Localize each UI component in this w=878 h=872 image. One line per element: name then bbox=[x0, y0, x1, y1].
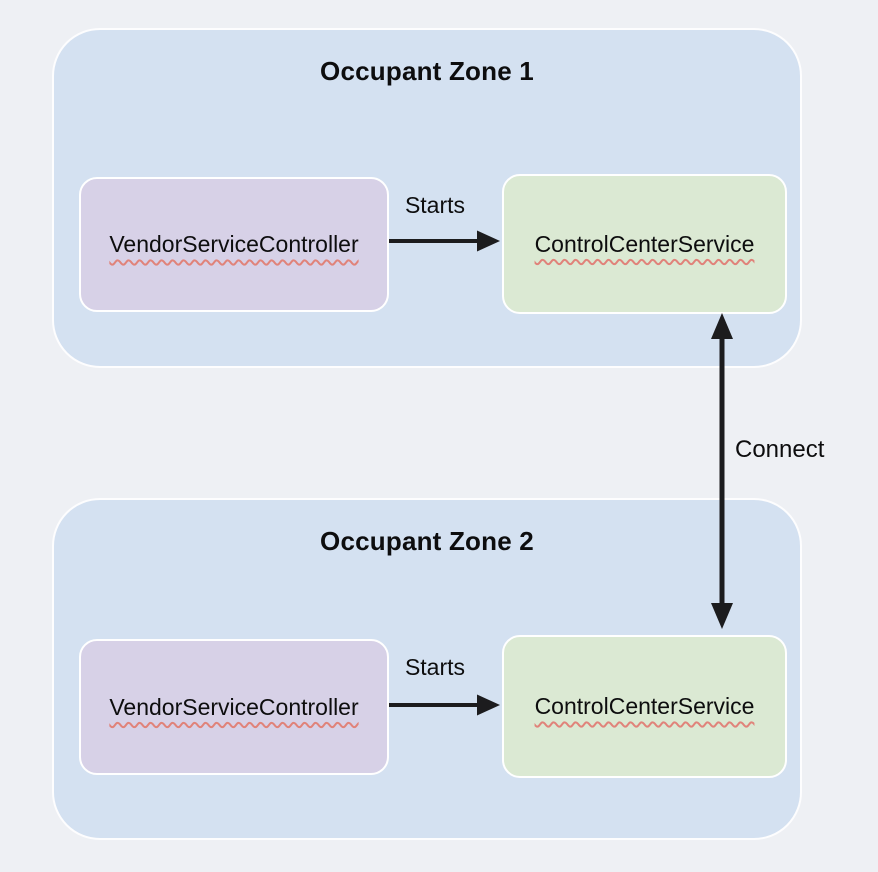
zone-1-vendor-service-controller-label: VendorServiceController bbox=[109, 231, 359, 257]
zone-2-control-center-service-node: ControlCenterService bbox=[502, 635, 787, 778]
zone-1-control-center-service-node: ControlCenterService bbox=[502, 174, 787, 314]
connect-edge-label: Connect bbox=[735, 436, 825, 463]
zone-2-vendor-service-controller-node: VendorServiceController bbox=[79, 639, 389, 775]
zone-2-starts-edge-label: Starts bbox=[404, 654, 466, 680]
zone-1-title: Occupant Zone 1 bbox=[320, 56, 534, 86]
zone-occupant-2: Occupant Zone 2 VendorServiceController … bbox=[52, 498, 802, 840]
zone-1-control-center-service-label: ControlCenterService bbox=[534, 230, 755, 257]
zone-2-title: Occupant Zone 2 bbox=[320, 526, 534, 556]
zone-1-starts-edge-label: Starts bbox=[404, 192, 466, 218]
zone-occupant-1: Occupant Zone 1 VendorServiceController … bbox=[52, 28, 802, 368]
zone-1-vendor-service-controller-node: VendorServiceController bbox=[79, 177, 389, 312]
zone-2-vendor-service-controller-label: VendorServiceController bbox=[109, 693, 359, 720]
zone-2-control-center-service-label: ControlCenterService bbox=[534, 693, 755, 719]
